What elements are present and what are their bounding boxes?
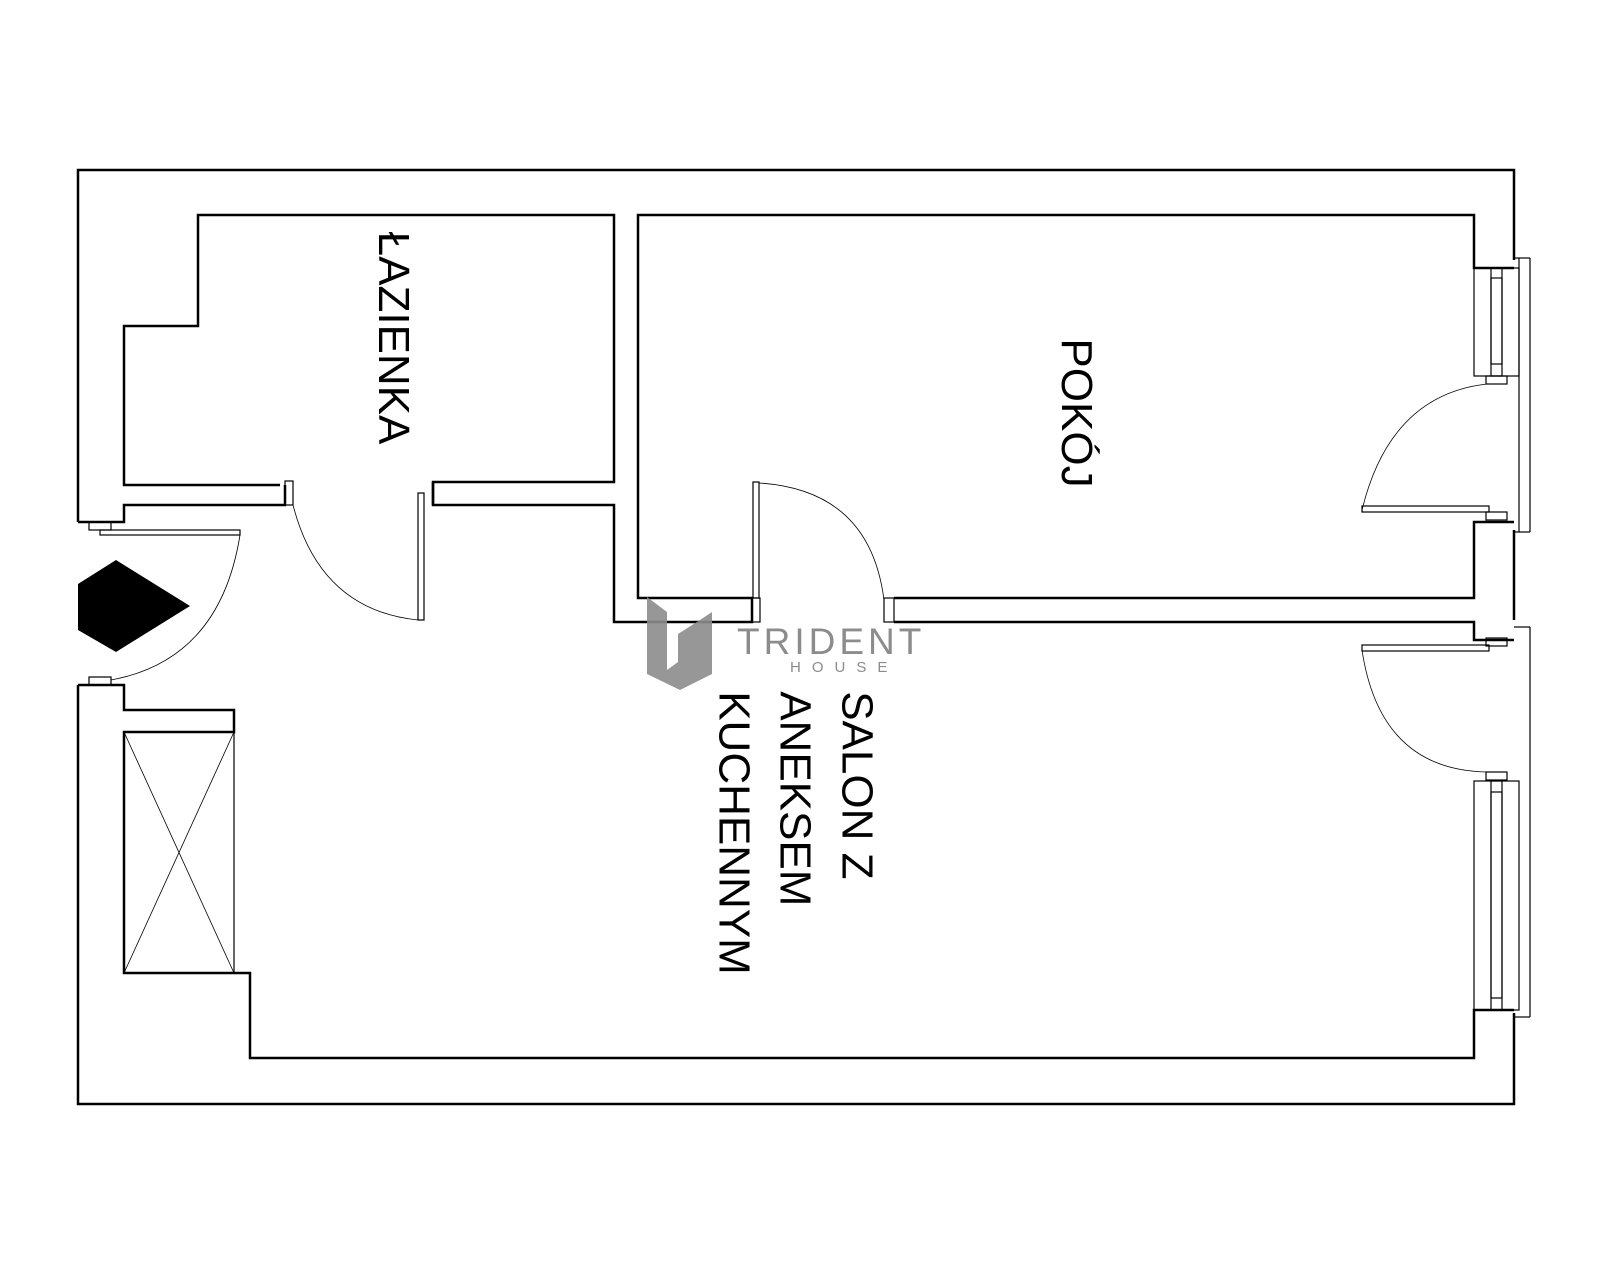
label-living-line-2: ANEKSEM [770, 691, 820, 907]
window-room [1473, 267, 1520, 377]
label-living: SALON Z ANEKSEM KUCHENNYM [703, 691, 888, 975]
label-living-line-3: KUCHENNYM [709, 691, 759, 975]
wardrobe [123, 731, 235, 974]
entrance-arrow-icon [78, 560, 190, 652]
window-living [1473, 780, 1520, 1011]
watermark-brand: TRIDENT [737, 621, 926, 662]
bathroom-door-swing [292, 504, 419, 621]
bathroom-wall-lower [78, 485, 287, 524]
entrance-door-swing [110, 534, 241, 681]
label-bathroom: ŁAZIENKA [369, 231, 418, 445]
trident-logo-icon [647, 597, 712, 690]
bathroom-wall [122, 213, 1514, 624]
balcony-door-swing-2 [1361, 649, 1488, 773]
label-room: POKÓJ [1052, 338, 1101, 488]
room-wall [894, 520, 1514, 642]
watermark-sub: HOUSE [790, 659, 899, 676]
outer-wall [76, 168, 1516, 1106]
room-door-swing [758, 482, 885, 601]
balcony-door-swing-1 [1361, 383, 1488, 511]
label-living-line-1: SALON Z [832, 691, 882, 880]
